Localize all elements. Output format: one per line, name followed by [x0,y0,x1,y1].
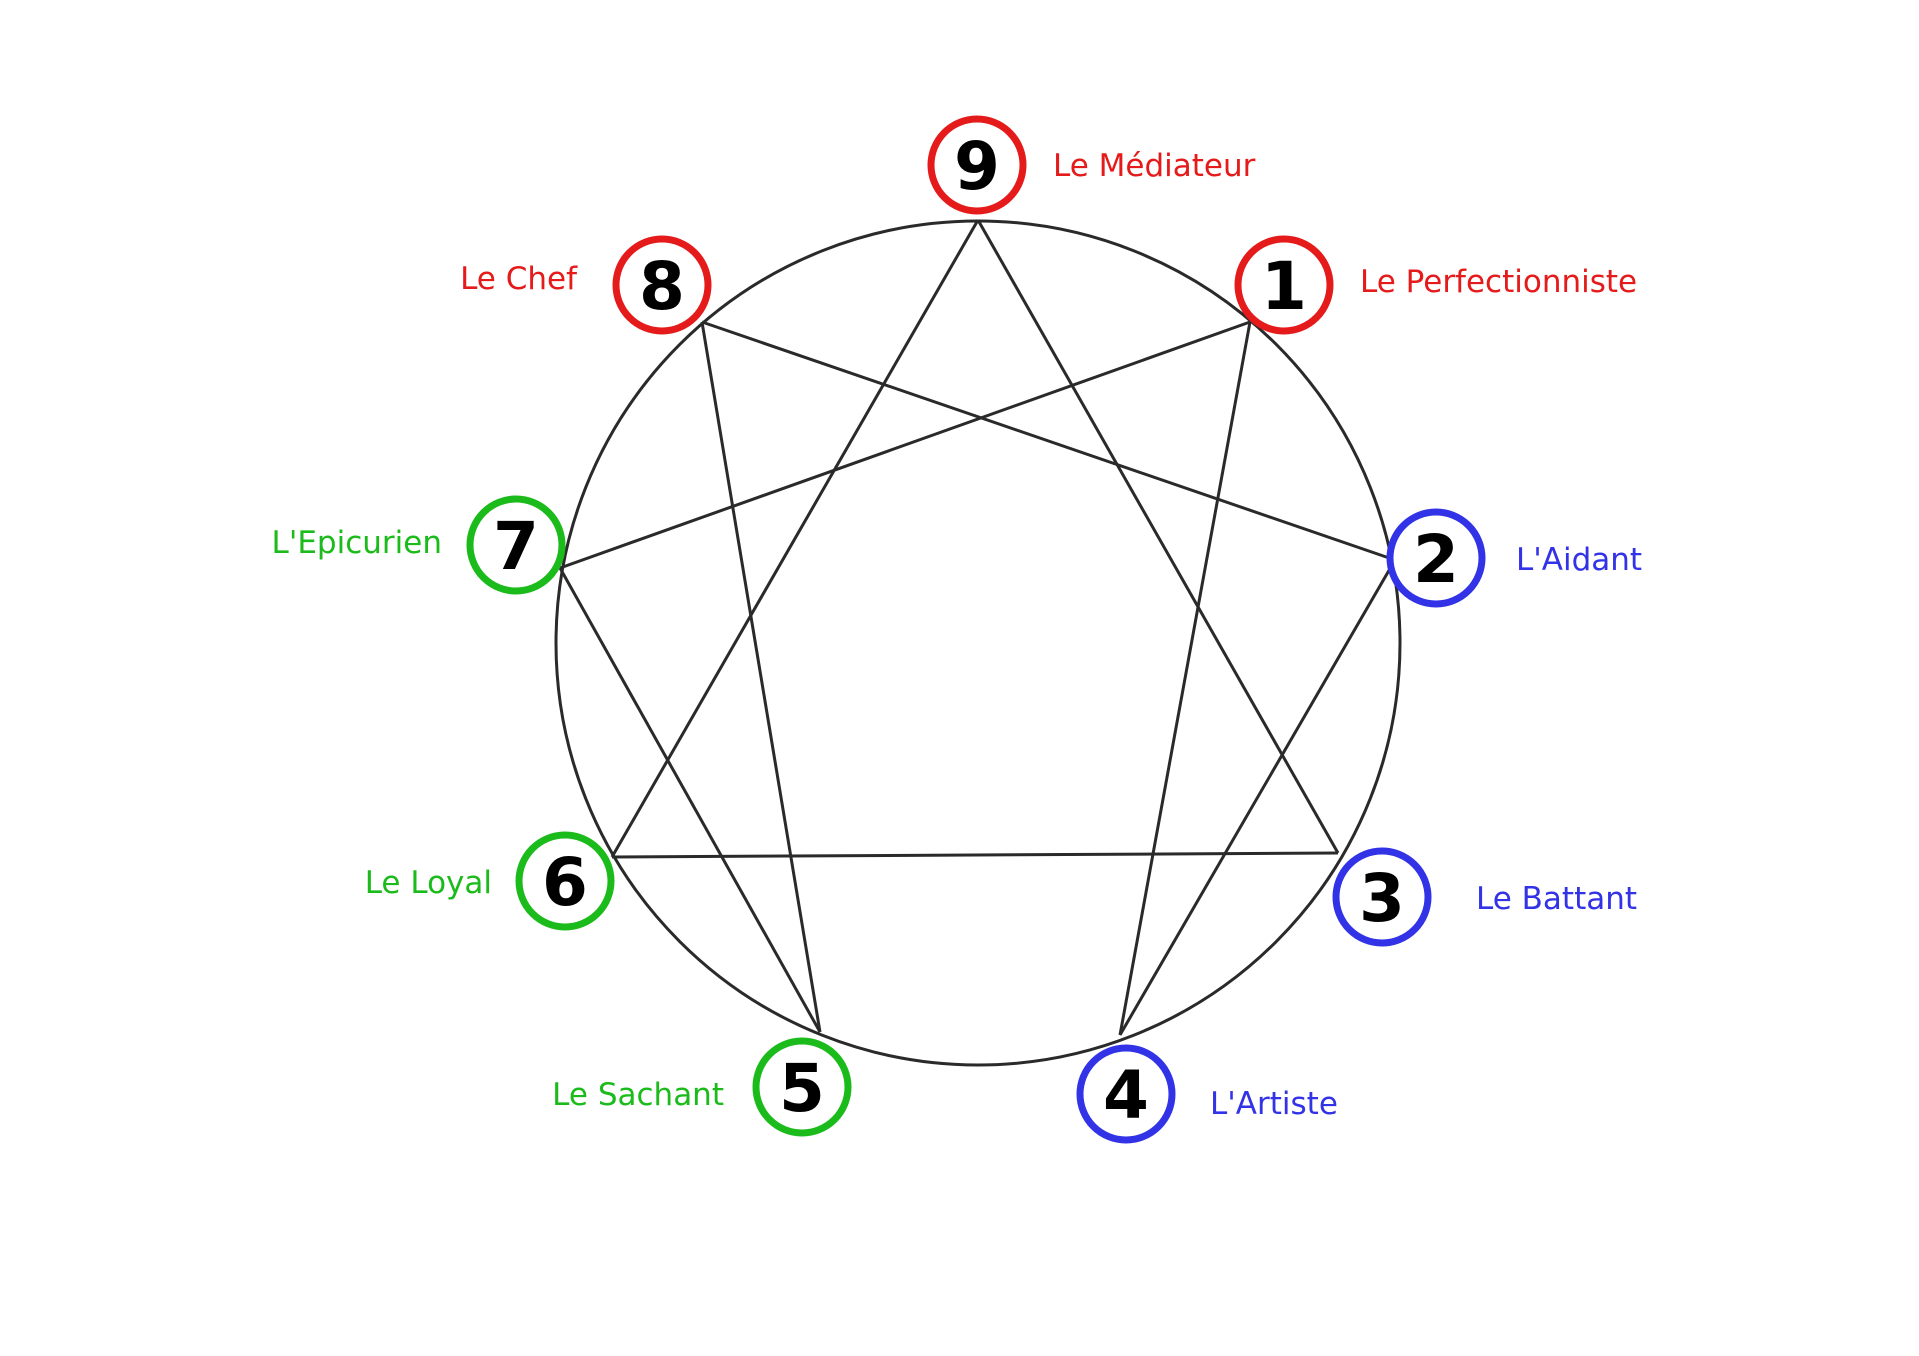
type-number: 3 [1359,860,1405,937]
type-node-9: 9 Le Médiateur [927,115,1256,215]
triangle-line-9-3 [976,219,1340,854]
type-badge-ring [1234,235,1334,335]
hexad-line-5-7 [558,567,822,1033]
type-number: 8 [639,248,685,325]
type-number: 1 [1261,248,1307,325]
type-node-3: 3 Le Battant [1332,847,1637,947]
type-label: Le Médiateur [1053,148,1256,184]
triangle-line-3-6 [611,851,1339,859]
type-label: L'Epicurien [272,525,442,561]
type-number: 2 [1413,521,1459,598]
type-badge-ring [466,495,566,595]
type-number: 5 [779,1050,825,1127]
type-badge-ring [1076,1044,1176,1144]
type-badge-ring [515,831,615,931]
type-badge-ring [612,235,712,335]
type-node-7: 7 L'Epicurien [272,495,566,595]
hexad-line-8-5 [700,321,822,1033]
type-label: Le Loyal [365,865,492,901]
type-label: Le Chef [460,261,578,297]
type-number: 9 [954,128,1000,205]
type-node-4: 4 L'Artiste [1076,1044,1338,1144]
hexad-line-7-1 [559,320,1251,570]
type-label: Le Battant [1476,881,1637,917]
type-label: L'Aidant [1516,542,1642,578]
type-badge-ring [1386,508,1486,608]
enneagram-outer-circle [554,219,1402,1067]
type-number: 6 [542,844,588,921]
type-number: 4 [1103,1057,1149,1134]
type-node-1: 1 Le Perfectionniste [1234,235,1637,335]
type-node-5: 5 Le Sachant [552,1037,852,1137]
type-label: Le Sachant [552,1077,724,1113]
triangle-line-6-9 [610,219,980,858]
hexad-line-2-8 [701,320,1396,562]
type-label: Le Perfectionniste [1360,264,1637,300]
type-label: L'Artiste [1210,1086,1338,1122]
type-node-6: 6 Le Loyal [365,831,615,931]
type-badge-ring [1332,847,1432,947]
hexad-line-4-2 [1118,559,1397,1036]
type-node-2: 2 L'Aidant [1386,508,1642,608]
type-badge-ring [752,1037,852,1137]
type-badge-ring [927,115,1027,215]
hexad-line-1-4 [1118,321,1252,1036]
type-number: 7 [493,508,539,585]
type-node-8: 8 Le Chef [460,235,712,335]
